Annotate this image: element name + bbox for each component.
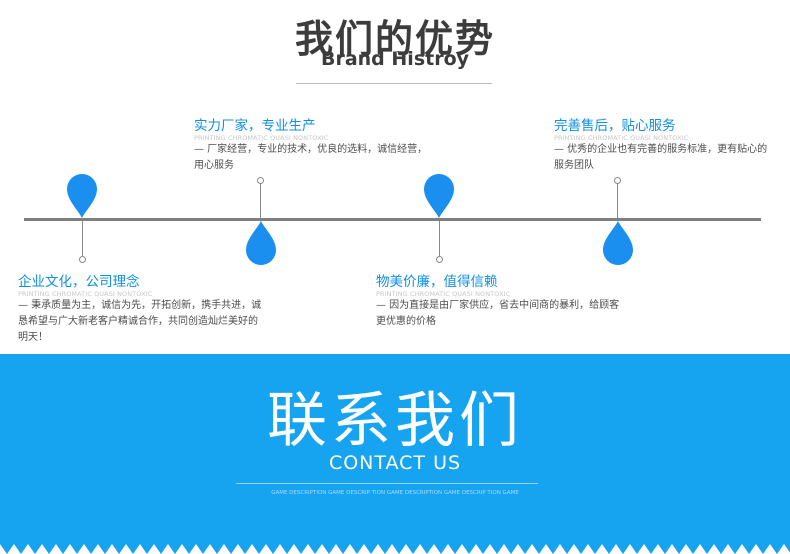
timeline-item: 企业文化，公司理念 PRINTING CHROMATIC QUASI NONTO… <box>18 270 262 346</box>
contact-divider <box>236 483 538 484</box>
connector-line <box>617 183 618 218</box>
water-drop-icon <box>424 174 454 218</box>
item-title: 企业文化，公司理念 <box>18 274 140 290</box>
timeline-line <box>24 218 761 221</box>
item-subtitle: PRINTING CHROMATIC QUASI NONTOXIC <box>376 290 511 298</box>
item-description: — 因为直接是由厂家供应，省去中间商的暴利，给顾客更优惠的价格 <box>376 300 620 327</box>
item-title: 实力厂家，专业生产 <box>194 118 316 134</box>
zigzag-edge <box>0 544 790 554</box>
timeline-item: 物美价廉，值得信赖 PRINTING CHROMATIC QUASI NONTO… <box>376 270 626 330</box>
section-subtitle: Brand Histroy <box>320 48 470 70</box>
connector-dot <box>436 256 443 263</box>
contact-subtitle: CONTACT US <box>328 452 462 474</box>
contact-title: 联系我们 <box>267 386 523 456</box>
contact-banner <box>0 354 790 554</box>
item-subtitle: PRINTING CHROMATIC QUASI NONTOXIC <box>194 134 329 142</box>
timeline-item: 实力厂家，专业生产 PRINTING CHROMATIC QUASI NONTO… <box>194 114 434 174</box>
item-description: — 秉承质量为主，诚信为先，开拓创新，携手共进，诚恳希望与广大新老客户精诚合作，… <box>18 300 262 343</box>
timeline-item: 完善售后，贴心服务 PRINTING CHROMATIC QUASI NONTO… <box>554 114 768 174</box>
item-description: — 优秀的企业也有完善的服务标准，更有贴心的服务团队 <box>554 144 768 171</box>
item-subtitle: PRINTING CHROMATIC QUASI NONTOXIC <box>554 134 689 142</box>
item-description: — 厂家经营，专业的技术，优良的选料，诚信经营，用心服务 <box>194 144 428 171</box>
connector-line <box>260 183 261 218</box>
title-divider <box>296 83 492 84</box>
connector-dot <box>79 256 86 263</box>
item-subtitle: PRINTING CHROMATIC QUASI NONTOXIC <box>18 290 153 298</box>
water-drop-icon <box>246 221 276 265</box>
water-drop-icon <box>67 174 97 218</box>
section-title: 我们的优势 <box>294 17 495 61</box>
contact-small-text: GAME DESCRIPTION GAME DESCRIP TION GAME … <box>271 490 519 496</box>
connector-line <box>439 221 440 258</box>
item-title: 物美价廉，值得信赖 <box>376 274 498 290</box>
water-drop-icon <box>603 221 633 265</box>
connector-line <box>82 221 83 258</box>
item-title: 完善售后，贴心服务 <box>554 118 676 134</box>
